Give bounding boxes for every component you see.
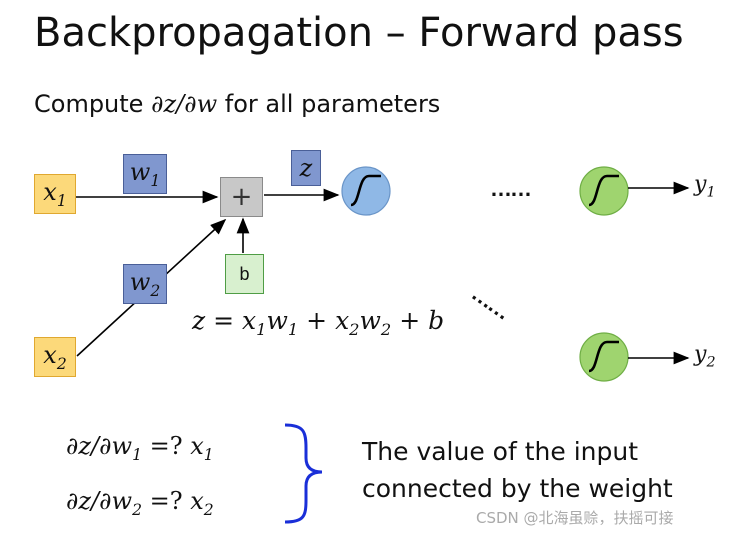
slide-title: Backpropagation – Forward pass bbox=[34, 10, 684, 56]
eq-equals: = bbox=[205, 306, 243, 335]
question-row-1: ∂z/∂w1 =? x1 bbox=[66, 432, 214, 464]
w1-subscript: 1 bbox=[150, 171, 161, 190]
question-2-answer: x bbox=[190, 487, 204, 515]
forward-equation: z = x1w1 + x2w2 + b bbox=[192, 306, 444, 339]
watermark: CSDN @北海虽赊，扶摇可接 bbox=[476, 509, 674, 527]
question-1-sub: 1 bbox=[132, 445, 143, 464]
bias-box: b bbox=[225, 254, 264, 294]
y1-base: y bbox=[694, 172, 707, 197]
subtitle-prefix: Compute bbox=[34, 90, 152, 118]
question-2-sub: 2 bbox=[132, 500, 143, 519]
question-1-answer-sub: 1 bbox=[203, 445, 214, 464]
x1-subscript: 1 bbox=[56, 191, 67, 210]
question-2-op: =? bbox=[142, 487, 191, 515]
eq-plus-1: + bbox=[298, 306, 336, 335]
eq-w2: w bbox=[359, 306, 381, 335]
eq-x1-sub: 1 bbox=[256, 320, 267, 339]
answer-line-2: connected by the weight bbox=[362, 474, 673, 503]
output-y2-label: y2 bbox=[694, 342, 716, 370]
eq-b: b bbox=[428, 306, 445, 335]
question-1-lhs: ∂z/∂w bbox=[66, 432, 133, 460]
hidden-neuron-icon bbox=[341, 166, 391, 216]
z-label-box: z bbox=[291, 150, 321, 186]
weight-w1-box: w1 bbox=[123, 154, 167, 194]
y2-subscript: 2 bbox=[706, 354, 716, 371]
eq-x2: x bbox=[335, 306, 350, 335]
input-x1-box: x1 bbox=[34, 174, 76, 214]
sum-node: + bbox=[220, 177, 263, 217]
brace-icon bbox=[284, 423, 323, 524]
question-1-answer: x bbox=[190, 432, 204, 460]
eq-w2-sub: 2 bbox=[380, 320, 392, 339]
ellipsis-horizontal: …… bbox=[490, 176, 532, 201]
subtitle-suffix: for all parameters bbox=[217, 90, 441, 118]
y2-base: y bbox=[694, 342, 707, 367]
eq-w1-sub: 1 bbox=[287, 320, 299, 339]
subtitle-math: ∂z/∂w bbox=[151, 90, 218, 118]
x2-label: x bbox=[43, 341, 57, 370]
w1-label: w bbox=[129, 158, 151, 187]
x2-subscript: 2 bbox=[56, 354, 67, 373]
answer-line-1: The value of the input bbox=[362, 437, 639, 466]
weight-w2-box: w2 bbox=[123, 264, 167, 304]
eq-x1: x bbox=[242, 306, 257, 335]
w2-subscript: 2 bbox=[150, 281, 161, 300]
slide-subtitle: Compute ∂z/∂w for all parameters bbox=[34, 90, 440, 118]
y1-subscript: 1 bbox=[706, 184, 716, 201]
x1-label: x bbox=[43, 178, 57, 207]
w2-label: w bbox=[129, 268, 151, 297]
question-2-lhs: ∂z/∂w bbox=[66, 487, 133, 515]
input-x2-box: x2 bbox=[34, 337, 76, 377]
eq-x2-sub: 2 bbox=[349, 320, 360, 339]
question-row-2: ∂z/∂w2 =? x2 bbox=[66, 487, 214, 519]
eq-plus-2: + bbox=[391, 306, 429, 335]
z-label: z bbox=[299, 154, 313, 182]
question-2-answer-sub: 2 bbox=[203, 500, 214, 519]
output-neuron-1-icon bbox=[579, 166, 629, 216]
question-1-op: =? bbox=[142, 432, 191, 460]
output-neuron-2-icon bbox=[579, 332, 629, 382]
output-y1-label: y1 bbox=[694, 172, 716, 200]
eq-w1: w bbox=[266, 306, 288, 335]
eq-lhs: z bbox=[192, 306, 206, 335]
